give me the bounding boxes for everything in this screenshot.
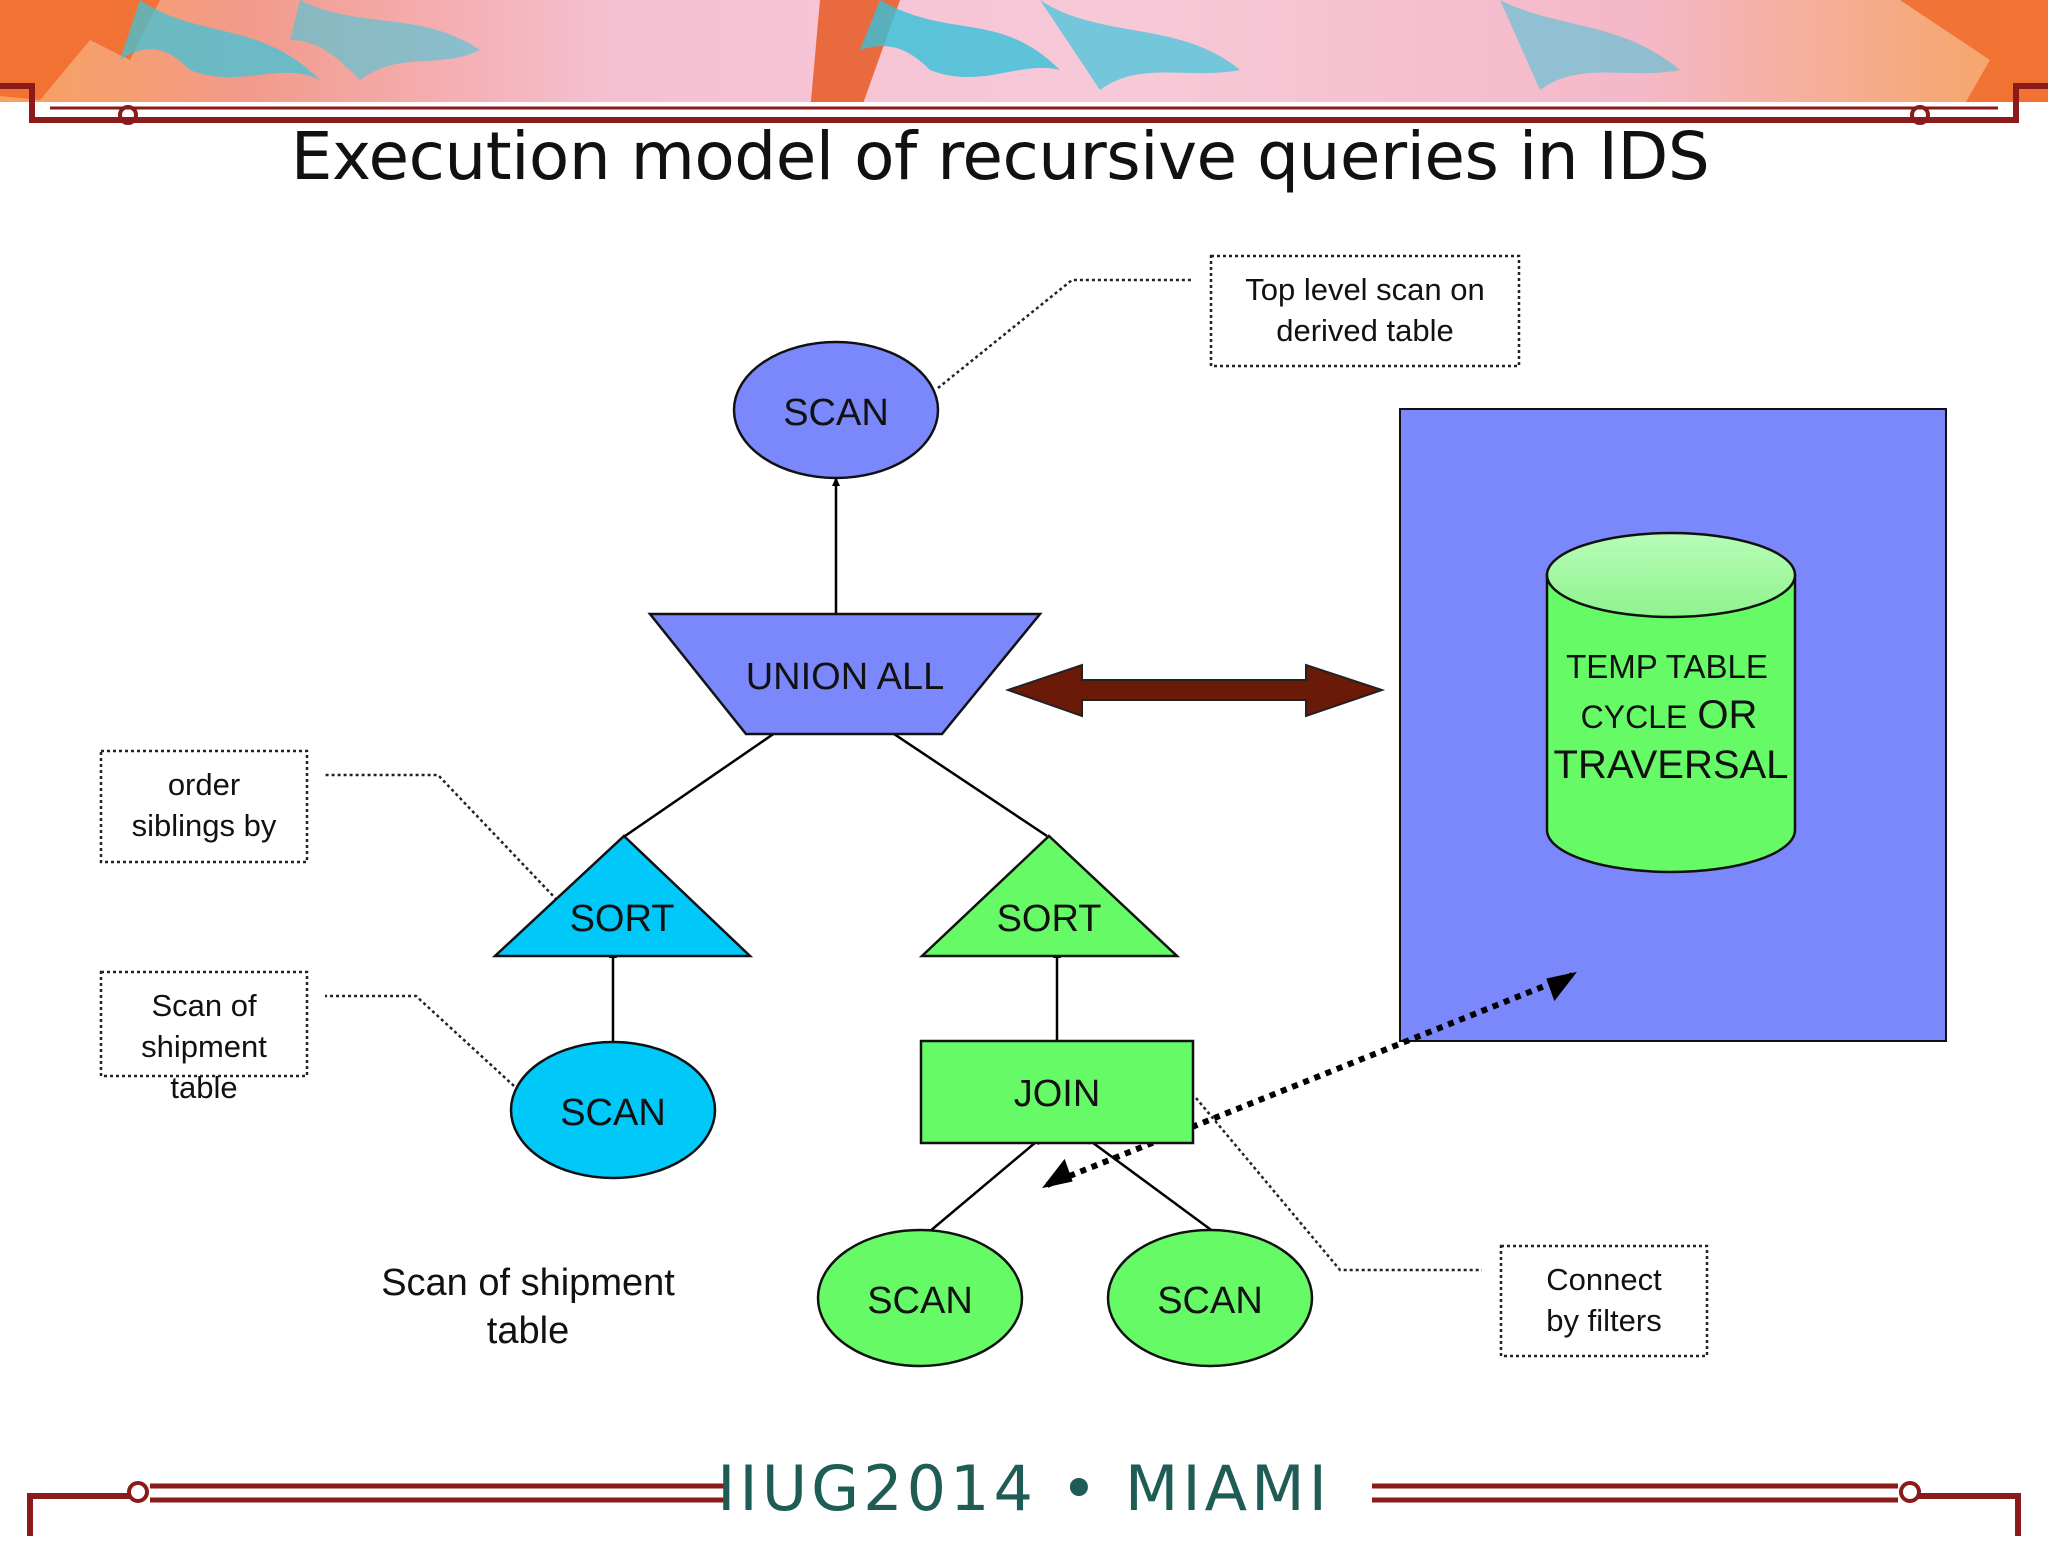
callout-connect-box: [1499, 1244, 1709, 1358]
join-node: [919, 1039, 1195, 1145]
callout-top-level-line1: Top level scan on: [1245, 272, 1485, 307]
tree-connectors: [609, 477, 1219, 1238]
callout-top-level-scan-box: [1209, 254, 1521, 368]
double-arrow-icon: [1004, 663, 1386, 718]
callout-scan-shipment-box: [99, 970, 309, 1078]
dotted-double-arrow: [1042, 971, 1577, 1189]
temp-table-line1: TEMP TABLE: [1566, 648, 1768, 685]
callout-scan-shipment-line2: shipment: [141, 1029, 267, 1064]
temp-table-line2a: CYCLE: [1581, 699, 1688, 735]
sort-right-node: [918, 834, 1181, 958]
callout-connect-line2: by filters: [1546, 1303, 1661, 1338]
join-label: JOIN: [1014, 1073, 1101, 1115]
scan-left-node: [509, 1040, 717, 1180]
callout-top-level-line2: derived table: [1276, 313, 1454, 348]
sort-left-label: SORT: [570, 898, 675, 940]
callout-leaders: [325, 278, 1482, 1272]
sort-left-node: [491, 834, 754, 958]
scan-bottom-right-node: [1106, 1228, 1314, 1368]
union-all-label: UNION ALL: [746, 656, 945, 698]
callout-order-siblings-box: [99, 749, 309, 864]
scan-bottom-left-node: [816, 1228, 1024, 1368]
temp-table-line3: TRAVERSAL: [1554, 743, 1789, 787]
header-banner: [0, 0, 2048, 125]
footer-logo: IIUG2014 • MIAMI: [0, 1452, 2048, 1525]
union-all-node: [647, 612, 1043, 736]
scan-left-label: SCAN: [560, 1092, 666, 1134]
callout-scan-shipment-line3: table: [170, 1070, 237, 1105]
callout-order-line2: siblings by: [132, 808, 277, 843]
callout-order-line1: order: [168, 767, 240, 802]
sort-right-label: SORT: [997, 898, 1102, 940]
top-scan-label: SCAN: [783, 392, 889, 434]
callout-scan-shipment-line1: Scan of: [151, 988, 257, 1023]
temp-table-line2b: OR: [1697, 693, 1757, 737]
scan-bottom-right-label: SCAN: [1157, 1280, 1263, 1322]
bottom-caption-line2: table: [487, 1310, 569, 1352]
slide-title: Execution model of recursive queries in …: [290, 118, 1710, 195]
bottom-caption-line1: Scan of shipment: [381, 1262, 675, 1304]
callout-connect-line1: Connect: [1546, 1262, 1662, 1297]
top-scan-node: [732, 340, 940, 480]
scan-bottom-left-label: SCAN: [867, 1280, 973, 1322]
footer-logo-text: IIUG2014 • MIAMI: [717, 1452, 1331, 1525]
footer-frame: [27, 1481, 2021, 1536]
